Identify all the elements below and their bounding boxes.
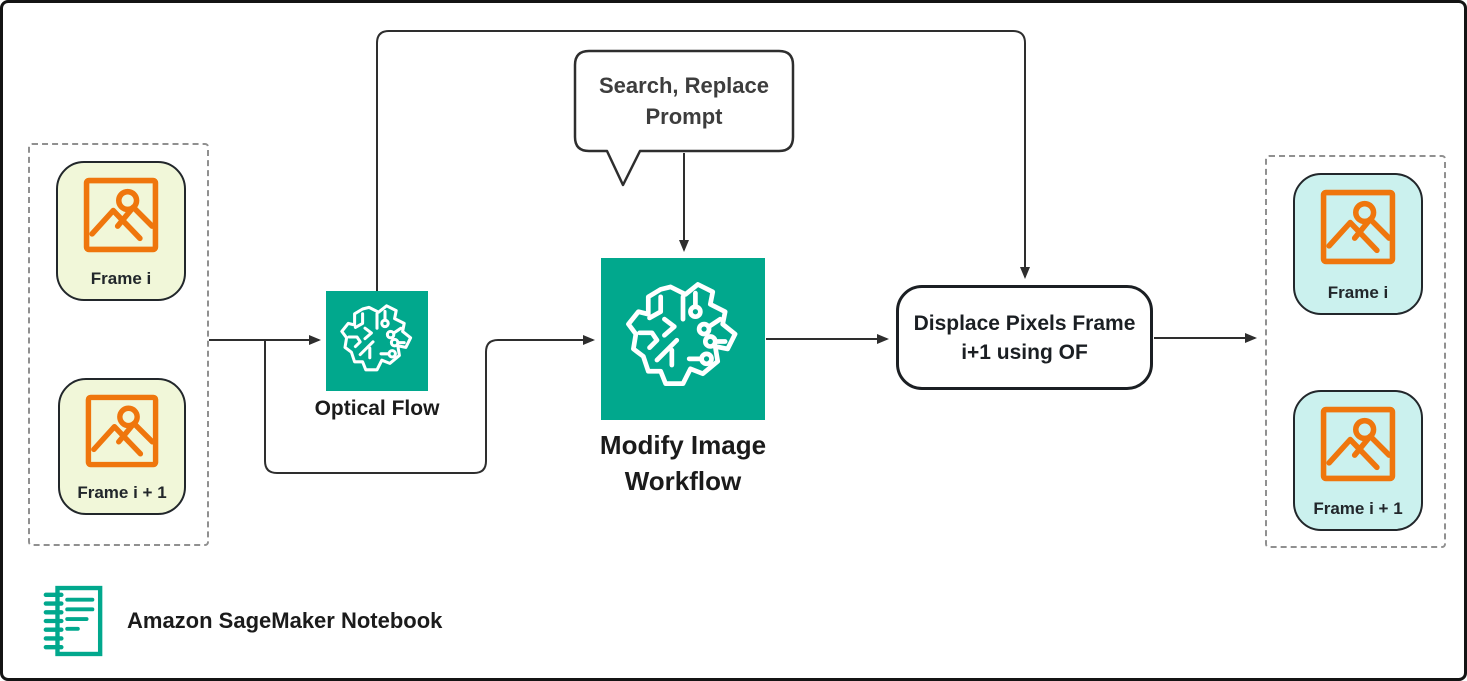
input-frame-i1: Frame i + 1 xyxy=(58,378,186,515)
image-icon xyxy=(81,392,163,470)
image-icon xyxy=(1316,187,1400,267)
callout-line-1: Search, Replace xyxy=(599,73,769,98)
frame-label: Frame i xyxy=(1327,283,1389,302)
modify-label-line-1: Modify Image xyxy=(599,430,767,460)
modify-image-workflow-node xyxy=(601,258,765,420)
displace-pixels-node: Displace Pixels Frame i+1 using OF xyxy=(896,285,1153,390)
sagemaker-legend: Amazon SageMaker Notebook xyxy=(41,583,442,659)
input-frame-i: Frame i xyxy=(56,161,186,301)
optical-flow-node xyxy=(326,291,428,391)
modify-label-line-2: Workflow xyxy=(624,466,742,496)
sagemaker-legend-label: Amazon SageMaker Notebook xyxy=(127,608,443,633)
frame-label: Frame i + 1 xyxy=(77,483,167,502)
displace-line-2: i+1 using OF xyxy=(961,340,1088,364)
ml-brain-icon xyxy=(337,301,417,381)
callout-text: Search, Replace Prompt xyxy=(580,70,788,132)
output-frame-i: Frame i xyxy=(1293,173,1423,315)
image-icon xyxy=(1316,404,1400,484)
displace-line-1: Displace Pixels Frame xyxy=(913,311,1136,335)
frame-label: Frame i + 1 xyxy=(1313,499,1403,518)
frame-label: Frame i xyxy=(90,269,152,288)
output-frames-group: Frame i Frame i + 1 xyxy=(1265,155,1446,548)
notebook-icon xyxy=(41,583,105,659)
ml-brain-icon xyxy=(621,277,745,401)
input-frames-group: Frame i Frame i + 1 xyxy=(28,143,209,546)
image-icon xyxy=(79,175,163,255)
optical-flow-label: Optical Flow xyxy=(314,397,440,420)
modify-image-workflow-label: Modify Image Workflow xyxy=(558,427,808,499)
output-frame-i1: Frame i + 1 xyxy=(1293,390,1423,531)
callout-line-2: Prompt xyxy=(645,104,723,129)
